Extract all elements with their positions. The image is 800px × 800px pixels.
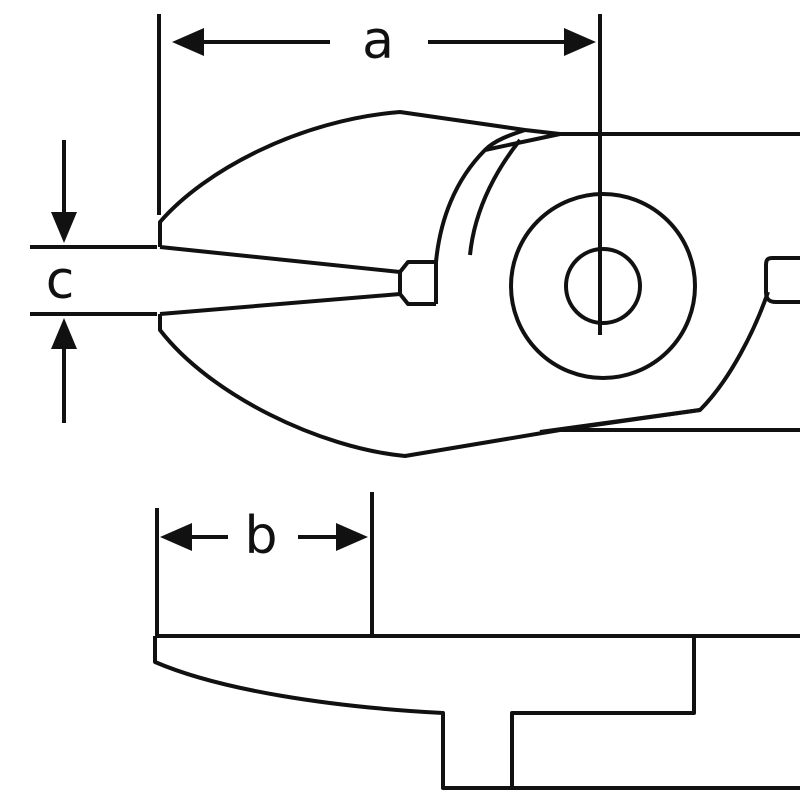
dimension-b-left-arrowhead [160,523,192,551]
dimension-a: a [157,11,602,335]
dimension-c-top-arrowhead [51,212,77,243]
upper-cutting-edge [159,245,436,274]
side-view-jaw-profile [153,636,800,790]
jaw-bevel-line [434,132,561,263]
dimension-c: c [30,140,157,423]
dimension-b-label: b [244,506,277,566]
dimension-b: b [155,492,374,636]
dimension-a-right-arrowhead [564,28,596,56]
side-view-step [510,636,696,788]
pivot-inner-hole [564,247,642,325]
dimension-c-bottom-arrowhead [51,318,77,349]
handle-slot [764,256,800,304]
lower-cutting-edge [159,292,436,316]
upper-jaw-outline [158,110,561,247]
lower-bevel-edge [539,408,701,434]
jaw-bevel-inner [483,128,526,152]
cutter-side-view [153,634,800,790]
lower-jaw-outline [158,314,561,458]
lower-body-curve [559,291,770,432]
dimension-c-label: c [46,251,75,311]
dimension-b-right-arrowhead [336,523,368,551]
pivot-outer-ring [509,192,697,380]
dimension-a-left-arrowhead [172,28,204,56]
body-pivot-outline [468,138,522,256]
dimension-a-label: a [362,11,394,71]
cutter-head-top-view [158,110,800,458]
